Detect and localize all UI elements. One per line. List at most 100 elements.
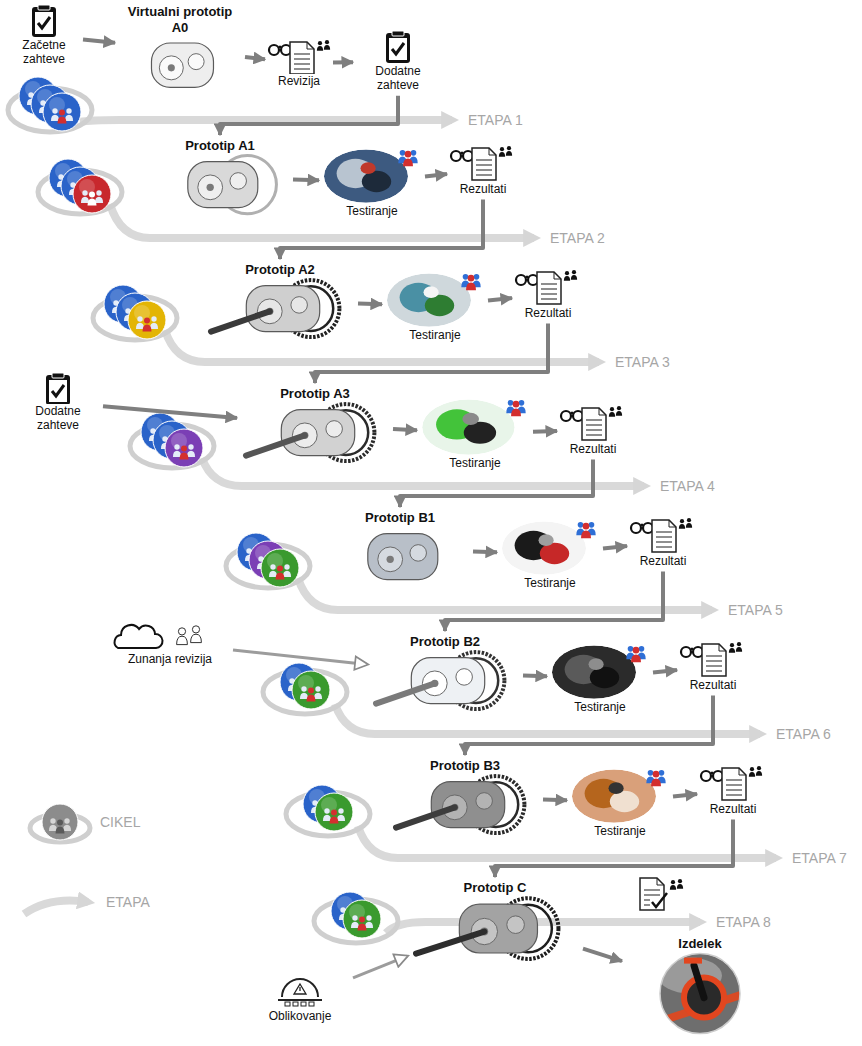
picture-slot: [268, 38, 330, 74]
gauge-base: [278, 999, 322, 1001]
person-body: [337, 815, 345, 821]
picture-slot: [700, 764, 766, 802]
shaft: [168, 64, 175, 71]
boss-small: [230, 173, 247, 190]
document-line: [644, 889, 660, 890]
person-body: [651, 779, 661, 787]
stage-label: ETAPA 2: [550, 229, 605, 247]
document-line: [294, 63, 310, 64]
misc-pictures: [24, 804, 683, 914]
review-picture: [451, 146, 512, 180]
flow-arrow: [465, 695, 713, 755]
flow-arrow: [425, 174, 447, 176]
prototype-node: Prototip A3: [240, 386, 390, 464]
node-heading: Prototip A3: [278, 386, 352, 402]
cycle-ring: [263, 670, 347, 714]
document-line: [294, 58, 310, 59]
person-icon: [177, 628, 188, 645]
flow-arrow: [280, 199, 483, 259]
document-line: [541, 283, 557, 284]
flow-arrow: [543, 798, 567, 803]
document-line: [726, 794, 742, 795]
flow-arrow: [488, 298, 512, 301]
person-head: [513, 401, 520, 408]
person-body: [403, 159, 413, 167]
proto-picture: [151, 43, 213, 87]
person-body: [150, 323, 158, 329]
person-body: [95, 197, 103, 203]
picture-slot: [680, 640, 746, 678]
document-fold: [554, 272, 561, 279]
picture-slot: [385, 270, 485, 328]
person-head: [352, 915, 357, 920]
person-head: [144, 318, 150, 324]
clipboard-paper: [49, 380, 67, 402]
person-icon: [283, 564, 291, 577]
document-line: [644, 899, 650, 900]
document-fold: [489, 148, 496, 155]
person-body: [670, 885, 676, 890]
person-body: [63, 825, 71, 831]
person-body: [616, 411, 622, 416]
person-icon: [330, 810, 339, 824]
person-icon: [679, 519, 685, 529]
document-sheet: [582, 408, 606, 440]
document-sheet: [472, 148, 496, 180]
document-line: [541, 288, 557, 289]
boss-small: [476, 793, 493, 810]
requirements-node: Začetne zahteve: [8, 4, 80, 67]
person-head: [507, 146, 511, 150]
node-heading: Prototip C: [462, 880, 529, 896]
person-body: [49, 825, 57, 831]
boss-small: [291, 297, 308, 314]
person-icon: [337, 808, 345, 821]
person-body: [81, 197, 89, 203]
person-body: [351, 922, 359, 928]
person-icon: [511, 401, 521, 416]
node-caption: Testiranje: [407, 328, 462, 342]
person-head: [617, 406, 621, 410]
document-sheet: [537, 272, 561, 304]
person-icon: [670, 880, 676, 890]
stage-band: [358, 826, 776, 858]
flow-arrow: [673, 794, 697, 797]
glasses-bridge: [691, 649, 693, 651]
person-body: [143, 325, 152, 332]
person-icon: [358, 917, 367, 931]
document-line: [656, 531, 672, 532]
person-head: [411, 150, 417, 156]
person-head: [578, 522, 584, 528]
check-mark: [652, 893, 667, 907]
person-head: [680, 519, 684, 523]
node-caption: Dodatne zahteve: [356, 64, 440, 93]
person-head: [59, 110, 65, 116]
housing: [246, 286, 319, 332]
picture-slot: [322, 146, 422, 204]
person-head: [589, 522, 595, 528]
person-icon: [314, 686, 322, 699]
person-head: [277, 566, 283, 572]
person-head: [750, 767, 754, 771]
gauge-cell: [301, 1002, 306, 1006]
proto-picture: [376, 652, 504, 709]
document-line: [644, 894, 660, 895]
crank-arm: [694, 966, 704, 998]
results-node: Rezultati: [680, 640, 746, 692]
person-body: [686, 523, 692, 528]
prototype-node: Prototip C: [410, 880, 580, 962]
picture-slot: [8, 4, 80, 38]
person-icon: [143, 318, 152, 332]
stage-label: ETAPA 3: [615, 353, 670, 371]
person-head: [151, 316, 156, 321]
stage-band: [202, 458, 644, 486]
document-fold: [669, 520, 676, 527]
boss-small: [326, 421, 343, 438]
person-head: [366, 915, 371, 920]
photo-detail: [425, 295, 454, 316]
flow-arrow: [358, 302, 382, 307]
person-head: [331, 810, 337, 816]
test-photo: [502, 521, 586, 574]
review-node: Revizija: [268, 38, 330, 88]
proto-picture: [368, 534, 438, 580]
person-icon: [506, 146, 512, 156]
